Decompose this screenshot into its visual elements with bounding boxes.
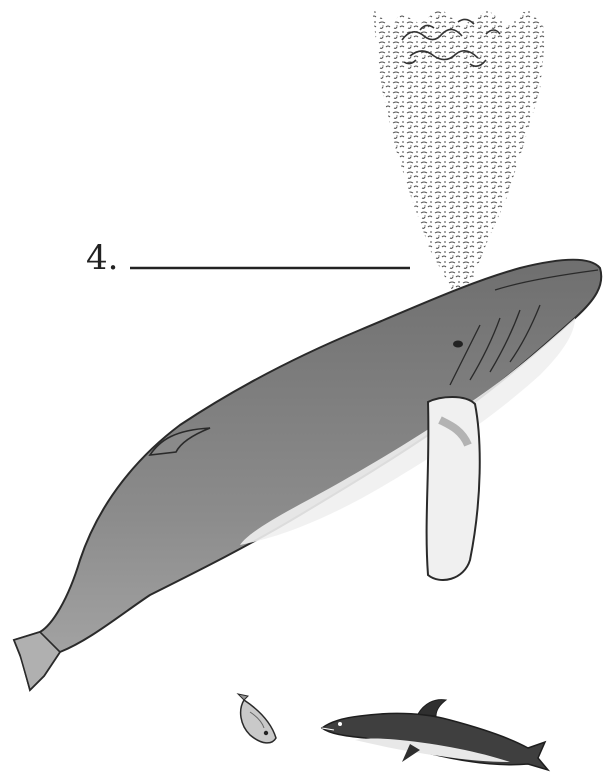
small-fish-icon xyxy=(238,694,276,743)
label-number: 4. xyxy=(86,238,118,278)
whale-eye xyxy=(453,341,463,348)
dolphin-icon xyxy=(322,700,548,770)
humpback-whale-icon xyxy=(14,260,601,690)
krill-swarm-icon xyxy=(372,8,546,290)
